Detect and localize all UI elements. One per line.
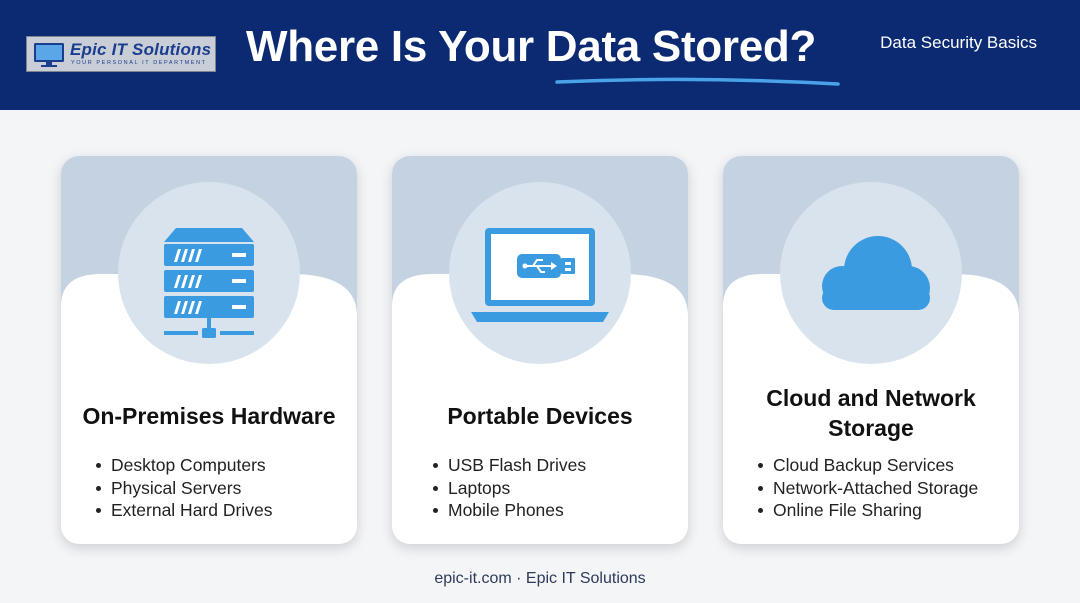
server-rack-icon xyxy=(164,228,254,338)
company-logo[interactable]: Epic IT Solutions YOUR PERSONAL IT DEPAR… xyxy=(26,36,216,72)
card-item-list: USB Flash Drives Laptops Mobile Phones xyxy=(431,454,586,522)
logo-tagline: YOUR PERSONAL IT DEPARTMENT xyxy=(71,60,207,66)
list-item: Online File Sharing xyxy=(756,499,978,522)
cloud-icon xyxy=(822,236,930,310)
page-title: Where Is Your Data Stored? xyxy=(246,22,817,71)
card-title: Cloud and Network Storage xyxy=(766,385,976,441)
list-item: External Hard Drives xyxy=(94,499,272,522)
list-item: Cloud Backup Services xyxy=(756,454,978,477)
logo-name: Epic IT Solutions xyxy=(70,40,212,59)
card-cloud-network-storage: Cloud and Network Storage Cloud Backup S… xyxy=(723,156,1019,544)
list-item: Laptops xyxy=(431,477,586,500)
monitor-logo-icon xyxy=(34,43,64,67)
card-on-premises-hardware: On-Premises Hardware Desktop Computers P… xyxy=(61,156,357,544)
header-banner: Epic IT Solutions YOUR PERSONAL IT DEPAR… xyxy=(0,0,1080,110)
footer-text[interactable]: epic-it.com · Epic IT Solutions xyxy=(434,570,646,587)
list-item: Mobile Phones xyxy=(431,499,586,522)
card-title: On-Premises Hardware xyxy=(82,403,336,429)
list-item: USB Flash Drives xyxy=(431,454,586,477)
card-item-list: Cloud Backup Services Network-Attached S… xyxy=(756,454,978,522)
title-underline xyxy=(555,77,840,86)
list-item: Desktop Computers xyxy=(94,454,272,477)
series-label: Data Security Basics xyxy=(880,33,1037,52)
card-item-list: Desktop Computers Physical Servers Exter… xyxy=(94,454,272,522)
card-title: Portable Devices xyxy=(447,403,633,429)
laptop-usb-icon xyxy=(471,228,609,322)
list-item: Physical Servers xyxy=(94,477,272,500)
list-item: Network-Attached Storage xyxy=(756,477,978,500)
card-portable-devices: Portable Devices USB Flash Drives Laptop… xyxy=(392,156,688,544)
